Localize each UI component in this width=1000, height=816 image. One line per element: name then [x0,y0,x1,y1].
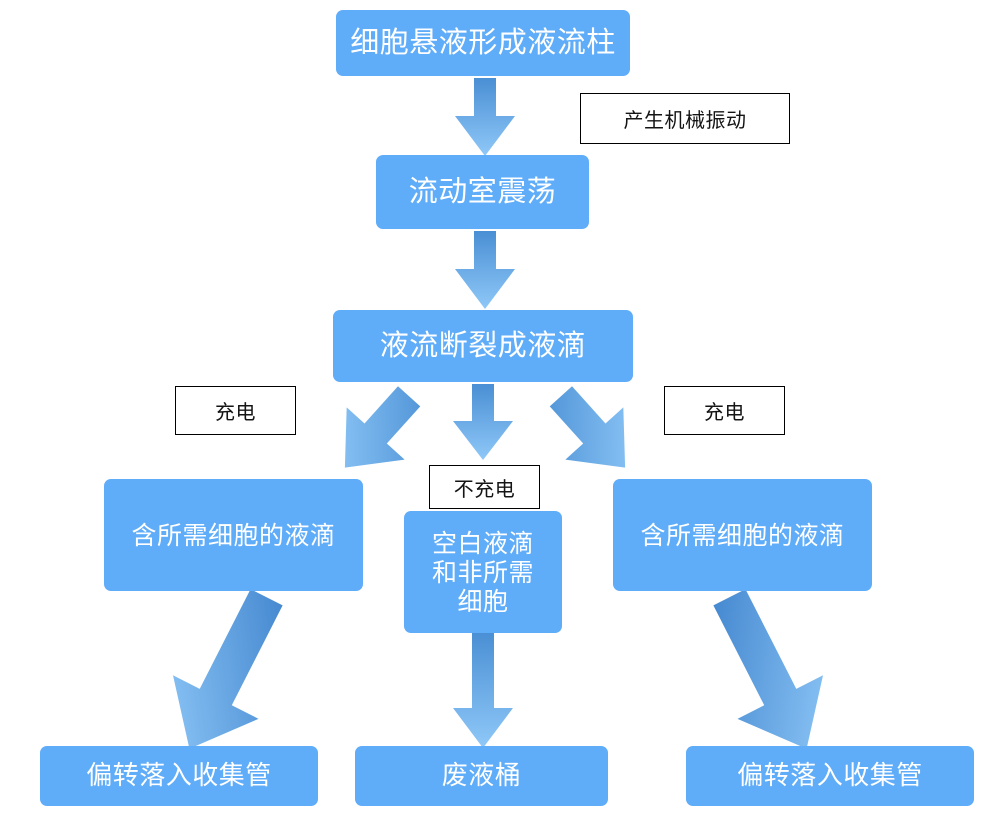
node-label: 液流断裂成液滴 [379,328,587,363]
node-stream-breaks-into-droplets[interactable]: 液流断裂成液滴 [333,310,633,382]
node-label: 细胞悬液形成液流柱 [350,25,616,60]
annotation-charged-right[interactable]: 充电 [664,386,785,435]
annotation-label: 不充电 [453,476,516,501]
node-waste-container[interactable]: 废液桶 [355,746,608,806]
arrow-n3-to-n5 [453,384,513,460]
annotation-label: 充电 [215,400,256,424]
node-droplet-with-target-cells-right[interactable]: 含所需细胞的液滴 [613,479,872,591]
annotation-mechanical-vibration[interactable]: 产生机械振动 [580,93,790,144]
node-label: 废液桶 [441,760,522,791]
arrow-n2-to-n3 [455,231,515,309]
arrow-n3-to-n4 [322,384,432,480]
annotation-charged-left[interactable]: 充电 [175,386,296,435]
node-blank-droplet-and-unwanted-cells[interactable]: 空白液滴 和非所需 细胞 [404,511,562,633]
node-label: 偏转落入收集管 [737,760,923,791]
arrow-n4-to-n7 [148,588,308,758]
node-deflect-into-collection-tube-left[interactable]: 偏转落入收集管 [40,746,318,806]
arrow-n5-to-n8 [453,632,513,748]
node-droplet-with-target-cells-left[interactable]: 含所需细胞的液滴 [104,479,363,591]
annotation-label: 充电 [704,400,745,424]
node-cell-suspension-stream[interactable]: 细胞悬液形成液流柱 [336,10,630,76]
node-label: 含所需细胞的液滴 [131,520,336,550]
annotation-not-charged[interactable]: 不充电 [429,465,540,509]
arrow-n3-to-n6 [538,384,648,480]
node-label: 偏转落入收集管 [86,760,272,791]
node-flow-chamber-vibration[interactable]: 流动室震荡 [376,155,589,229]
annotation-label: 产生机械振动 [623,108,747,132]
arrow-n6-to-n9 [688,588,848,758]
node-label: 含所需细胞的液滴 [640,520,845,550]
arrow-n1-to-n2 [455,78,515,156]
node-label: 空白液滴 和非所需 细胞 [431,528,534,616]
node-deflect-into-collection-tube-right[interactable]: 偏转落入收集管 [686,746,974,806]
node-label: 流动室震荡 [408,174,557,209]
